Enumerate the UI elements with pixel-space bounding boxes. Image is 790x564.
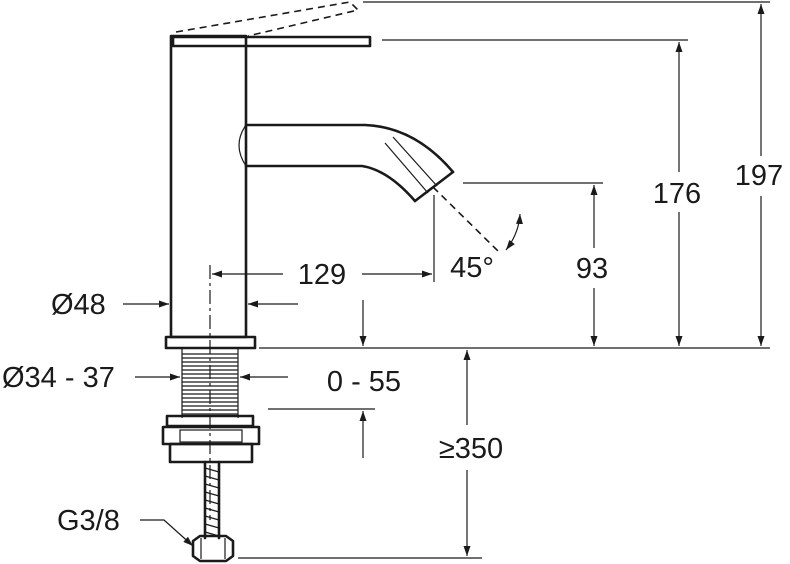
dimension-reach: 129 bbox=[212, 259, 432, 291]
label-hole-diameter: Ø34 - 37 bbox=[2, 362, 115, 394]
dimension-height-lever: 176 bbox=[653, 42, 701, 346]
label-connection-thread: G3/8 bbox=[57, 505, 120, 537]
label-height-total: 197 bbox=[735, 160, 783, 192]
label-height-spout: 93 bbox=[576, 253, 608, 285]
dimension-hole-diameter: Ø34 - 37 bbox=[2, 362, 288, 394]
label-height-lever: 176 bbox=[653, 178, 701, 210]
extension-lines bbox=[238, 1, 770, 559]
dimension-deck-thickness: 0 - 55 bbox=[327, 300, 401, 458]
supply-hose bbox=[191, 460, 235, 563]
spout bbox=[238, 123, 499, 252]
label-hose-length: ≥350 bbox=[439, 433, 503, 465]
dimension-hose-length: ≥350 bbox=[439, 350, 503, 556]
label-spout-angle: 45° bbox=[450, 252, 494, 284]
dimension-body-diameter: Ø48 bbox=[51, 289, 298, 321]
dimension-spout-angle: 45° bbox=[450, 213, 523, 284]
dimension-height-total: 197 bbox=[735, 4, 783, 346]
dimension-connection-thread: G3/8 bbox=[57, 505, 194, 547]
label-body-diameter: Ø48 bbox=[51, 289, 106, 321]
mounting-nut bbox=[161, 414, 261, 464]
label-deck-thickness: 0 - 55 bbox=[327, 366, 401, 398]
label-reach: 129 bbox=[298, 259, 346, 291]
dimension-height-spout: 93 bbox=[576, 185, 608, 346]
lever-handle bbox=[171, 1, 372, 48]
